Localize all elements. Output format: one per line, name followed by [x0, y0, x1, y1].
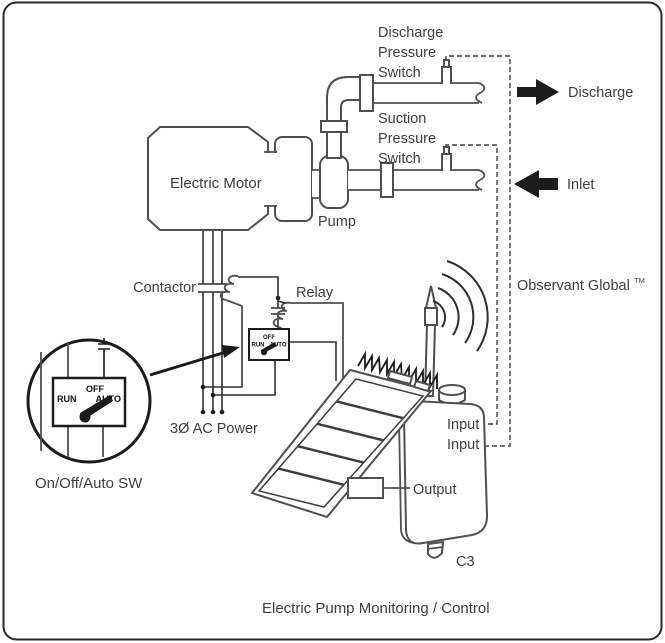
relay-coil [272, 301, 292, 328]
output-junction-box [347, 477, 384, 499]
selector-lever-knob-small [260, 348, 268, 356]
wireless-signal-arcs [432, 260, 489, 352]
panel-mount-sawtooth [357, 350, 438, 391]
motor-neck-edges [264, 151, 277, 207]
relay-coil-link [277, 298, 286, 304]
suction-pipe-fill [348, 171, 479, 189]
discharge-pressure-switch-label: Discharge Pressure Switch [378, 25, 443, 81]
suction-flange [380, 162, 394, 198]
contactor-coil [219, 274, 239, 301]
panel-bracket-2 [412, 379, 432, 393]
pump-label: Pump [318, 214, 356, 230]
observant-global-label: Observant Global [517, 278, 630, 294]
antenna-collar [424, 307, 438, 326]
motor-shaft [312, 171, 321, 197]
suction-pipe-break [475, 169, 486, 191]
solar-panel-inner-frame [257, 378, 425, 508]
figure-caption: Electric Pump Monitoring / Control [262, 600, 490, 617]
inlet-flow-label: Inlet [567, 177, 594, 193]
discharge-switch-signal-wire [445, 55, 511, 447]
c3-bottom-connector-line [426, 546, 444, 550]
panel-bracket-1 [386, 369, 414, 386]
c3-bottom-connector [427, 540, 445, 559]
magnifier-relay-contact [98, 338, 110, 378]
switch-return-wire [213, 360, 276, 396]
selector-switch-box: OFF RUN AUTO [248, 328, 290, 361]
c3-label: C3 [456, 554, 475, 570]
sps-line1: Suction [378, 111, 426, 127]
selector-switch-outline [248, 328, 290, 361]
selector-off-label-small: OFF [263, 335, 275, 341]
selector-switch-magnifier: OFF RUN AUTO [26, 338, 240, 464]
discharge-flange [359, 74, 374, 112]
discharge-pressure-switch-stub [441, 66, 452, 84]
selector-off-label-big: OFF [86, 384, 104, 394]
discharge-pressure-switch-nipple [443, 59, 450, 68]
solar-panel [250, 368, 433, 519]
output-label: Output [413, 482, 457, 498]
discharge-pipe-fill [362, 84, 479, 102]
magnifier-callout-arrowhead [222, 345, 240, 358]
dps-line3: Switch [378, 65, 421, 81]
ac-power-label: 3Ø AC Power [170, 421, 258, 437]
sps-line2: Pressure [378, 131, 436, 147]
sps-line3: Switch [378, 151, 421, 167]
contactor-coil-feed-wire [238, 276, 279, 298]
solar-panel-assembly [250, 350, 438, 519]
relay-wire-a [291, 302, 344, 380]
discharge-flow-label: Discharge [568, 85, 633, 101]
dps-line1: Discharge [378, 25, 443, 41]
observant-tm-mark: TM [634, 276, 645, 285]
selector-run-label-big: RUN [57, 394, 77, 404]
selector-run-label-small: RUN [252, 343, 265, 349]
inlet-arrow [514, 170, 558, 198]
on-off-auto-label: On/Off/Auto SW [35, 475, 143, 492]
selector-lever-knob-big [79, 411, 91, 423]
discharge-pipe [362, 82, 479, 104]
electric-motor-body [147, 126, 269, 231]
discharge-pipe-break [475, 82, 486, 104]
contactor-label: Contactor [133, 280, 196, 296]
suction-pressure-switch-label: Suction Pressure Switch [378, 111, 436, 167]
motor-neck [265, 153, 276, 205]
relay-label: Relay [296, 285, 334, 301]
motor-coupling [274, 136, 313, 222]
pump-body [319, 155, 349, 209]
piping [320, 59, 486, 198]
suction-switch-signal-wire [445, 144, 498, 425]
magnifier-callout-line [149, 350, 227, 377]
electric-motor-assembly [147, 126, 349, 231]
input1-label: Input [447, 417, 479, 433]
antenna-assembly [423, 260, 489, 397]
riser-flange [320, 120, 348, 133]
pump-riser-pipe [326, 129, 342, 159]
magnifier-wires [40, 343, 104, 457]
c3-gland-top [438, 384, 466, 396]
relay-contact [271, 298, 285, 329]
solar-panel-cell-lines [278, 400, 404, 486]
suction-pipe [348, 169, 479, 191]
discharge-arrow [517, 79, 559, 105]
selector-auto-label-small: AUTO [270, 343, 287, 349]
electric-motor-label: Electric Motor [170, 175, 262, 192]
suction-pressure-switch-nipple [443, 146, 450, 155]
input2-label: Input [447, 437, 479, 453]
dps-line2: Pressure [378, 45, 436, 61]
suction-pressure-switch-stub [441, 153, 452, 171]
